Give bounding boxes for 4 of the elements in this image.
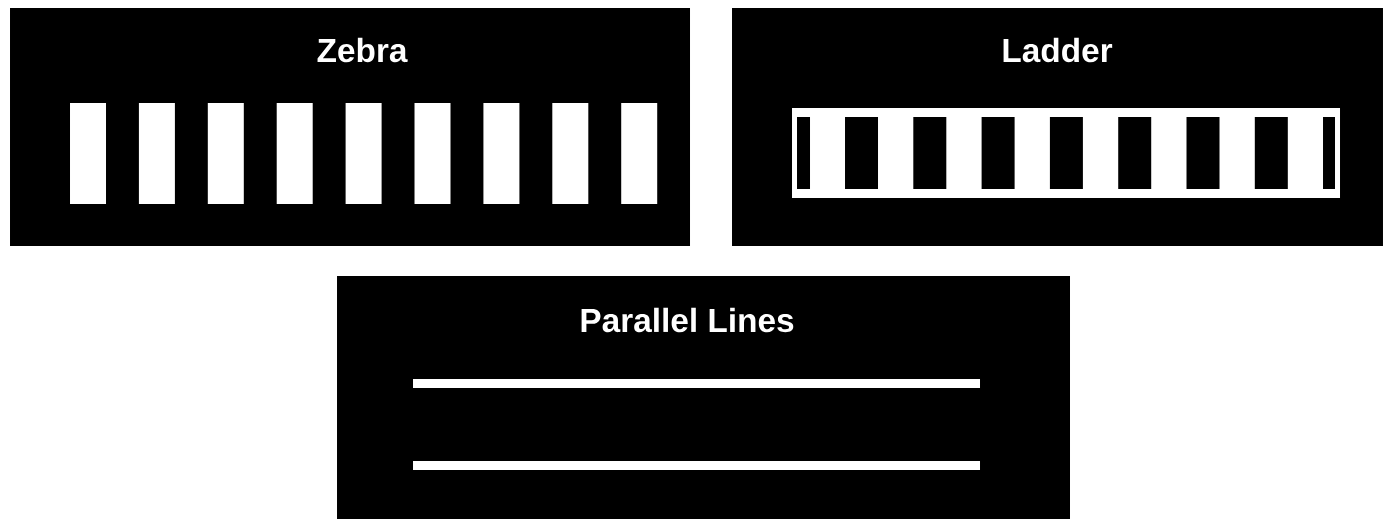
panel-title: Parallel Lines bbox=[581, 307, 794, 333]
panel-title: Zebra bbox=[317, 37, 408, 63]
crossing-panel bbox=[337, 276, 1070, 519]
panel-title: Ladder bbox=[1003, 37, 1113, 63]
